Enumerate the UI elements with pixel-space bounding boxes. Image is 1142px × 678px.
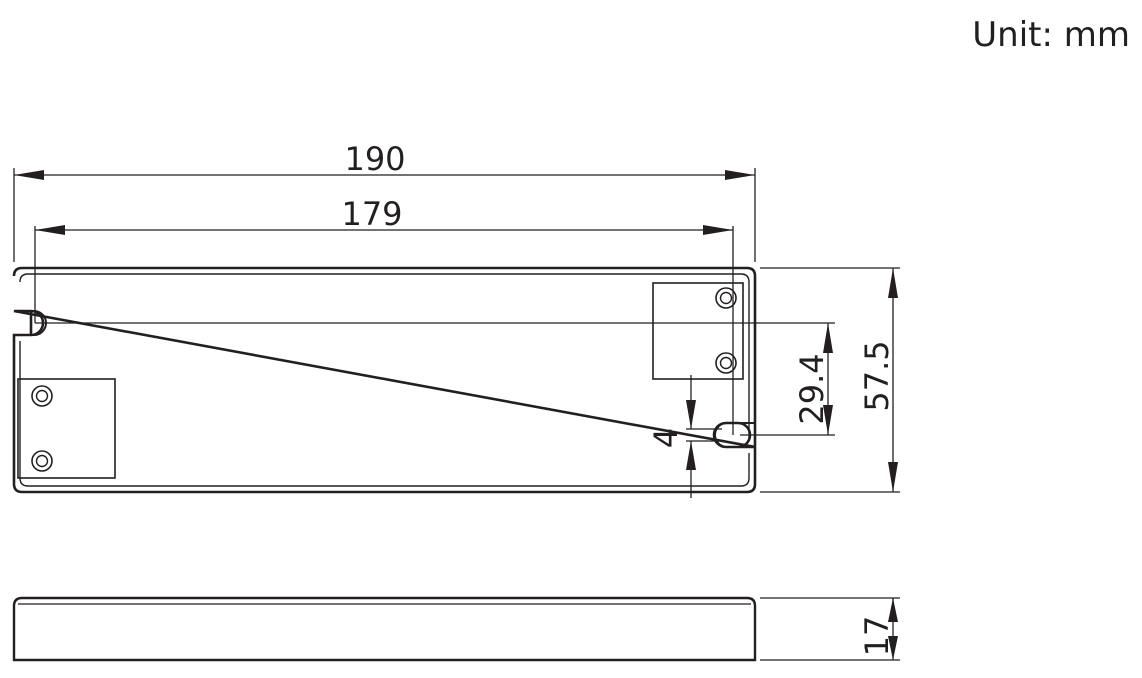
right-terminal-screw-top bbox=[715, 287, 737, 309]
dimension-mounting-length: 179 bbox=[34, 195, 734, 435]
mounting-length-label: 179 bbox=[341, 195, 402, 233]
left-terminal-screw-bottom bbox=[31, 450, 53, 472]
dimension-overall-length: 190 bbox=[13, 140, 756, 262]
housing-inner-outline bbox=[19, 273, 750, 487]
slot-width-label: 4 bbox=[647, 428, 685, 448]
height-label: 17 bbox=[858, 616, 896, 657]
right-mounting-slot bbox=[714, 422, 755, 448]
dimension-overall-width: 57.5 bbox=[760, 267, 900, 493]
side-view-outline bbox=[12, 596, 757, 662]
mounting-height-label: 29.4 bbox=[793, 353, 831, 424]
overall-length-label: 190 bbox=[344, 140, 405, 178]
housing-outline bbox=[12, 266, 757, 494]
side-view bbox=[12, 596, 757, 662]
top-view bbox=[12, 266, 757, 494]
dimension-mounting-height: 29.4 bbox=[35, 322, 835, 436]
dimension-height: 17 bbox=[760, 597, 900, 661]
overall-width-label: 57.5 bbox=[858, 340, 896, 411]
dimension-slot-width: 4 bbox=[647, 375, 722, 498]
left-terminal-block bbox=[17, 378, 116, 479]
right-terminal-screw-bottom bbox=[715, 352, 737, 374]
left-terminal-screw-top bbox=[31, 385, 53, 407]
unit-label: Unit: mm bbox=[972, 15, 1130, 55]
right-terminal-block bbox=[652, 282, 744, 380]
